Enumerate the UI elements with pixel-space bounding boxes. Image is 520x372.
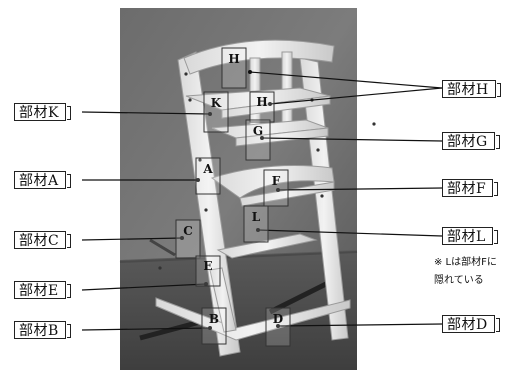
tag-g: G xyxy=(252,124,264,138)
callout-part-l: 部材L xyxy=(442,227,498,245)
tag-box-b xyxy=(201,307,227,345)
callout-part-e: 部材E xyxy=(14,281,71,299)
tag-box-l xyxy=(243,205,269,243)
callout-part-k: 部材K xyxy=(14,103,71,121)
callout-part-a: 部材A xyxy=(14,171,71,189)
tag-c: C xyxy=(183,224,193,238)
tag-box-h-back xyxy=(221,47,247,89)
tag-box-c xyxy=(175,219,201,259)
tag-box-f xyxy=(263,169,289,207)
note-line-1: ※ Lは部材Fに xyxy=(434,257,497,268)
tag-l: L xyxy=(251,210,261,224)
tag-f: F xyxy=(271,174,281,188)
tag-e: E xyxy=(203,259,213,273)
tag-a: A xyxy=(203,162,213,176)
tag-h-back: H xyxy=(228,52,240,66)
tag-box-h-front xyxy=(249,91,275,123)
tag-b: B xyxy=(208,312,220,326)
callout-part-g: 部材G xyxy=(442,132,500,150)
callout-part-b: 部材B xyxy=(14,321,71,339)
callout-part-h: 部材H xyxy=(442,80,501,98)
leader-lines xyxy=(81,71,443,331)
tag-box-k xyxy=(203,91,229,133)
tag-box-e xyxy=(195,255,221,287)
tag-box-g xyxy=(245,119,271,161)
callout-part-d: 部材D xyxy=(442,315,500,333)
note-line-2: 隠れている xyxy=(434,275,484,286)
tag-box-a xyxy=(195,157,221,195)
callout-part-f: 部材F xyxy=(442,179,499,197)
tag-box-d xyxy=(265,307,291,347)
tag-d: D xyxy=(272,312,284,326)
callout-part-c: 部材C xyxy=(14,231,72,249)
tag-h-front: H xyxy=(256,95,268,109)
hidden-part-note: ※ Lは部材Fに 隠れている xyxy=(434,254,518,290)
tag-k: K xyxy=(210,96,222,110)
